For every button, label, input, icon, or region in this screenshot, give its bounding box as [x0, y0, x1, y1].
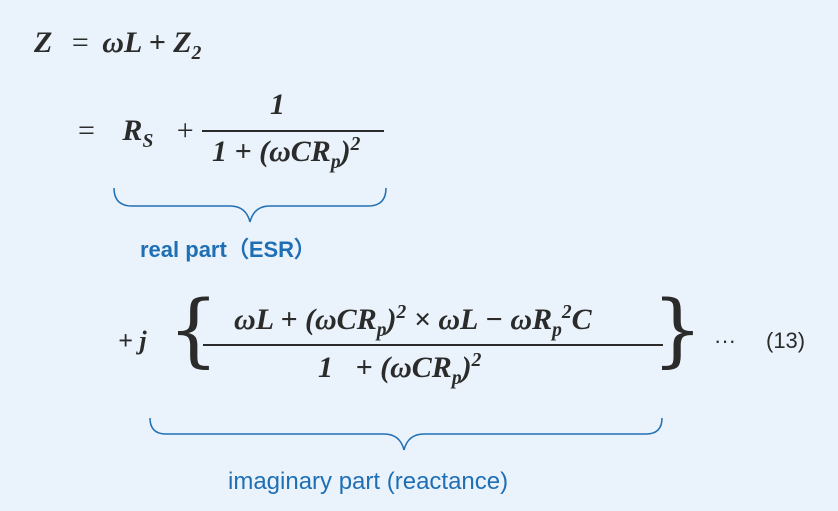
- num-2-sup-1: 2: [396, 302, 407, 323]
- equation-line-1: Z = ωL + Z2: [34, 26, 201, 65]
- lhs-z: Z: [34, 26, 53, 59]
- equals-sign: =: [71, 26, 89, 59]
- imaginary-part-label: imaginary part (reactance): [228, 468, 509, 495]
- num-2-text-b: ): [386, 303, 397, 336]
- ellipsis: ···: [714, 328, 736, 353]
- den-2-sup: 2: [471, 350, 482, 371]
- plus-sign: +: [176, 114, 194, 147]
- equation-line-2-left: = RS +: [78, 114, 194, 153]
- den-1-sup: 2: [350, 134, 361, 155]
- num-2-sup-2: 2: [561, 302, 572, 323]
- fraction-1-numerator: 1: [270, 88, 285, 121]
- plus-j: + j: [118, 326, 147, 356]
- den-1-sub: p: [330, 152, 341, 173]
- rs-symbol: R: [122, 114, 143, 147]
- rs-subscript: S: [142, 131, 154, 152]
- num-2-sub-1: p: [376, 320, 387, 341]
- den-1-text-a: 1 + (ωCR: [212, 135, 331, 168]
- den-2-text-b: ): [461, 351, 472, 384]
- plus-j-text: + j: [118, 326, 147, 355]
- fraction-2-denominator: 1 + (ωCRp)2: [318, 350, 481, 390]
- fraction-1-bar: [202, 130, 384, 132]
- num-2-text-a: ωL + (ωCR: [234, 303, 377, 336]
- den-2-text-a: 1 + (ωCR: [318, 351, 452, 384]
- fraction-1-denominator: 1 + (ωCRp)2: [212, 134, 360, 174]
- underbrace-imaginary-part: [149, 417, 663, 451]
- rhs-subscript: 2: [191, 43, 202, 64]
- num-2-sub-2: p: [552, 320, 562, 341]
- equals-sign-2: =: [78, 114, 95, 147]
- num-2-text-d: C: [571, 303, 592, 336]
- den-2-sub: p: [451, 368, 462, 389]
- underbrace-real-part: [113, 187, 387, 223]
- right-curly-brace: }: [652, 283, 703, 376]
- rhs-expression: ωL + Z: [102, 26, 192, 59]
- fraction-2-numerator: ωL + (ωCRp)2 × ωL − ωRp2C: [234, 302, 592, 342]
- left-curly-brace: {: [168, 283, 219, 376]
- fraction-2-bar: [203, 344, 663, 346]
- equation-number: (13): [766, 328, 806, 353]
- num-2-text-c: × ωL − ωR: [413, 303, 553, 336]
- real-part-label: real part（ESR）: [140, 237, 317, 262]
- den-1-text-b: ): [340, 135, 351, 168]
